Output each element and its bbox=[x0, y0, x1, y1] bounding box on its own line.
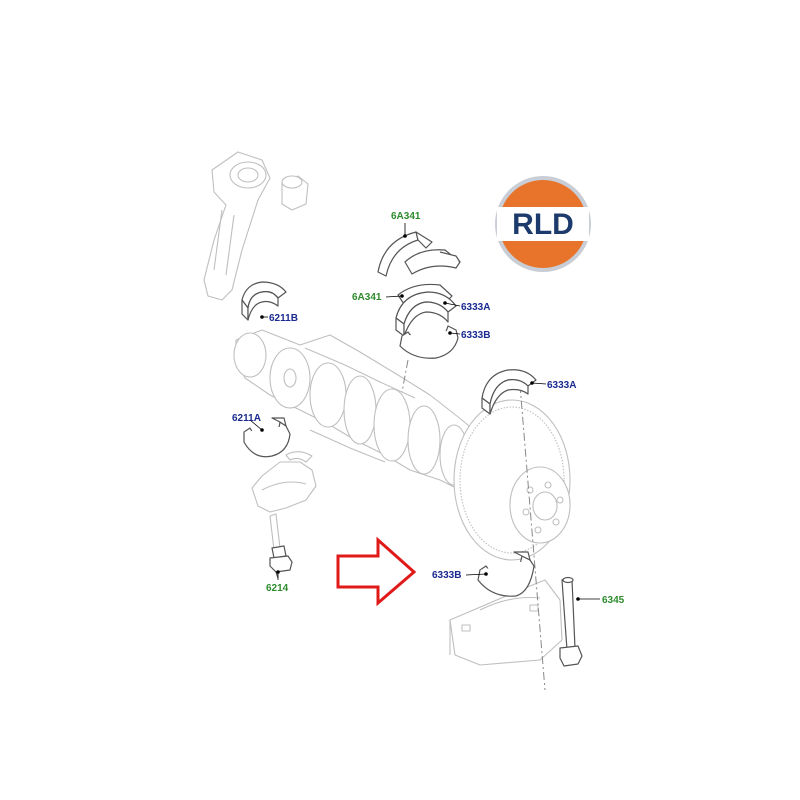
callout-6333b-lower-2: 6333B bbox=[432, 570, 461, 581]
flexplate-ghost bbox=[453, 399, 571, 561]
callout-6333a-upper-2: 6333A bbox=[547, 380, 576, 391]
main-bearing-shell-upper-1 bbox=[395, 291, 457, 337]
main-bearing-shell-lower-1 bbox=[399, 325, 459, 359]
connecting-rod-ghost bbox=[203, 151, 309, 301]
callout-6a341-upper: 6A341 bbox=[391, 211, 421, 222]
rld-logo: RLD bbox=[495, 176, 591, 272]
callout-6211b: 6211B bbox=[269, 313, 298, 324]
logo-text: RLD bbox=[512, 208, 574, 241]
callout-6214: 6214 bbox=[266, 583, 289, 594]
main-bearing-shell-upper-2 bbox=[481, 369, 537, 415]
highlight-arrow-icon bbox=[336, 536, 417, 607]
callout-6345: 6345 bbox=[602, 595, 625, 606]
assembly-axis-upper bbox=[401, 359, 409, 393]
rod-bearing-shell-upper bbox=[241, 281, 287, 321]
callout-6333a-upper-1: 6333A bbox=[461, 302, 490, 313]
rod-bolt bbox=[269, 513, 293, 579]
main-bearing-shell-lower-2 bbox=[477, 551, 535, 597]
rod-cap-ghost bbox=[251, 451, 317, 513]
callout-6211a: 6211A bbox=[232, 413, 261, 424]
callout-6333b-lower-1: 6333B bbox=[461, 330, 490, 341]
logo-band bbox=[497, 207, 589, 241]
main-cap-bolt bbox=[559, 576, 583, 667]
thrust-washer-upper bbox=[377, 231, 461, 277]
callout-6a341-lower: 6A341 bbox=[352, 292, 382, 303]
rod-bearing-shell-lower bbox=[243, 417, 291, 458]
main-cap-ghost bbox=[449, 579, 563, 666]
assembly-axis bbox=[519, 384, 546, 691]
leader-lines bbox=[249, 223, 600, 601]
